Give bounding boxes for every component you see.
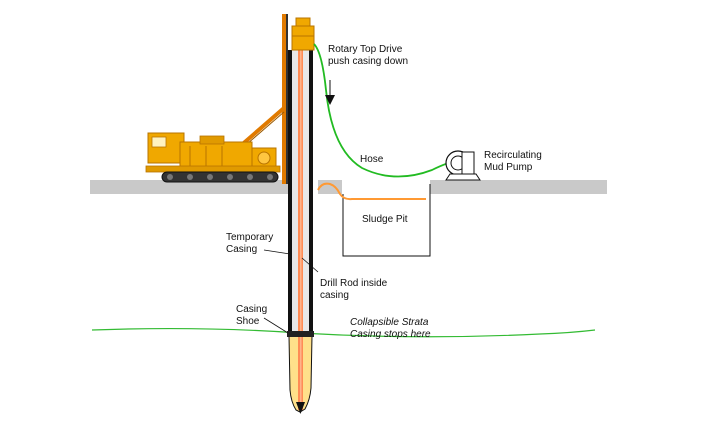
top-drive-cap — [295, 17, 311, 27]
temp-casing-label-line2: Casing — [226, 244, 257, 255]
strata-label-line1: Collapsible Strata — [350, 317, 429, 328]
rig-mast-inner — [286, 14, 288, 184]
ground-left — [90, 180, 290, 194]
drill-rod-label-line1: Drill Rod inside — [320, 278, 388, 289]
track-wheel-2 — [187, 174, 193, 180]
strata-label-line2: Casing stops here — [350, 329, 431, 340]
sludge-pit — [342, 184, 431, 257]
sludge-pit-label: Sludge Pit — [362, 214, 408, 225]
ground-right — [430, 180, 607, 194]
drill-rod-leader — [301, 257, 319, 273]
drilling-rig — [145, 132, 281, 183]
drill-rod-core — [300, 30, 302, 410]
pump-housing — [461, 151, 475, 175]
push-down-arrow-head — [325, 95, 335, 105]
casing-shoe — [287, 331, 314, 337]
casing-right-wall — [309, 50, 313, 336]
rig-cab-window — [151, 136, 167, 148]
track-wheel-4 — [227, 174, 233, 180]
rig-boom — [236, 106, 286, 150]
mud-pump — [445, 150, 481, 181]
track-wheel-6 — [267, 174, 273, 180]
temp-casing-leader — [263, 249, 291, 255]
top-drive-label-line2: push casing down — [328, 56, 408, 67]
temp-casing-label-line1: Temporary — [226, 232, 273, 243]
track-wheel-1 — [167, 174, 173, 180]
mud-hose — [313, 43, 461, 178]
casing-shoe-leader — [263, 317, 289, 334]
drill-rod-label-line2: casing — [320, 290, 349, 301]
rig-deck — [145, 165, 281, 173]
hose-label: Hose — [360, 154, 384, 165]
collapsible-strata-line — [91, 327, 596, 338]
rig-tracks — [161, 171, 279, 183]
pump-label-line1: Recirculating — [484, 150, 542, 161]
track-wheel-5 — [247, 174, 253, 180]
rig-mast — [282, 14, 286, 184]
rig-engine — [199, 135, 225, 145]
pump-label-line2: Mud Pump — [484, 162, 533, 173]
casing-left-wall — [288, 50, 292, 336]
rig-winch-drum — [257, 151, 271, 165]
top-drive-label-line1: Rotary Top Drive — [328, 44, 403, 55]
pump-base — [445, 173, 481, 181]
sludge-return-line — [317, 182, 426, 201]
track-wheel-3 — [207, 174, 213, 180]
drill-bit — [296, 402, 305, 414]
casing-shoe-label-line2: Shoe — [236, 316, 260, 327]
top-drive — [291, 25, 315, 51]
rig-body — [179, 141, 253, 169]
casing-shoe-label-line1: Casing — [236, 304, 267, 315]
